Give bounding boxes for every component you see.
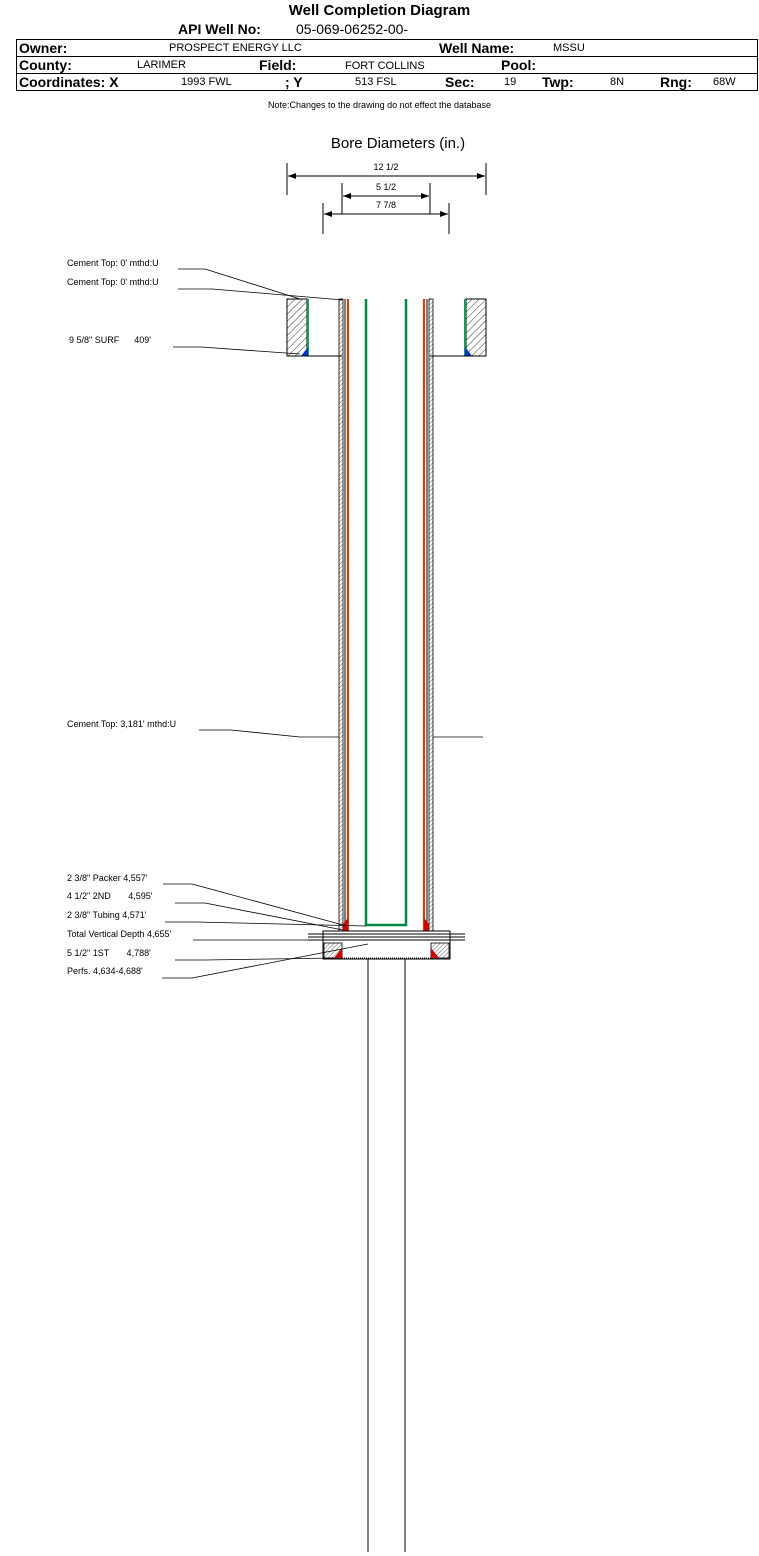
header-table: Owner: PROSPECT ENERGY LLC Well Name: MS… bbox=[16, 39, 758, 91]
twp-value: 8N bbox=[610, 76, 625, 88]
casing-annulus-right bbox=[422, 298, 434, 932]
label-surf-casing: 9 5/8" SURF 409' bbox=[69, 335, 301, 355]
label-packer: 2 3/8" Packer 4,557' bbox=[67, 873, 344, 926]
casing-annulus-left bbox=[338, 298, 350, 932]
svg-text:Cement Top: 0' mthd:U: Cement Top: 0' mthd:U bbox=[67, 277, 159, 287]
dimension-12-1-2: 12 1/2 bbox=[286, 162, 487, 195]
label-tubing: 2 3/8" Tubing 4,571' bbox=[67, 910, 367, 927]
dimension-7-7-8: 7 7/8 bbox=[322, 200, 450, 234]
sec-value: 19 bbox=[504, 76, 517, 88]
dimension-label: 7 7/8 bbox=[376, 200, 396, 210]
coord-x-label: Coordinates: X bbox=[19, 74, 119, 90]
api-value: 05-069-06252-00- bbox=[296, 21, 409, 37]
svg-text:4 1/2" 2ND 4,595': 4 1/2" 2ND 4,595' bbox=[67, 891, 153, 901]
label-first-casing: 5 1/2" 1ST 4,788' bbox=[67, 948, 335, 961]
bore-diameters-title: Bore Diameters (in.) bbox=[331, 135, 465, 152]
field-value: FORT COLLINS bbox=[345, 60, 425, 72]
well-name-label: Well Name: bbox=[439, 40, 515, 56]
coord-x-value: 1993 FWL bbox=[181, 76, 232, 88]
diagram-title: Well Completion Diagram bbox=[288, 2, 471, 19]
tubing-string bbox=[364, 299, 408, 927]
svg-text:Cement Top: 0' mthd:U: Cement Top: 0' mthd:U bbox=[67, 258, 159, 268]
coord-y-value: 513 FSL bbox=[355, 76, 397, 88]
label-second-casing: 4 1/2" 2ND 4,595' bbox=[67, 891, 344, 931]
owner-row: Owner: PROSPECT ENERGY LLC Well Name: MS… bbox=[16, 39, 758, 57]
sec-label: Sec: bbox=[445, 74, 475, 90]
rng-label: Rng: bbox=[660, 74, 692, 90]
label-perfs: Perfs. 4,634-4,688' bbox=[67, 943, 369, 979]
svg-text:5 1/2" 1ST 4,788': 5 1/2" 1ST 4,788' bbox=[67, 948, 151, 958]
county-label: County: bbox=[19, 57, 72, 73]
surface-cement-right bbox=[464, 298, 487, 357]
api-row: API Well No: 05-069-06252-00- bbox=[0, 20, 759, 39]
county-value: LARIMER bbox=[137, 59, 186, 71]
well-name-value: MSSU bbox=[553, 42, 585, 54]
label-cement-top-2: Cement Top: 0' mthd:U bbox=[67, 277, 344, 301]
label-total-depth: Total Vertical Depth 4,655' bbox=[67, 929, 308, 941]
svg-text:2 3/8" Packer 4,557': 2 3/8" Packer 4,557' bbox=[67, 873, 148, 883]
coordinates-row: Coordinates: X 1993 FWL ; Y 513 FSL Sec:… bbox=[16, 73, 758, 91]
pool-label: Pool: bbox=[501, 57, 536, 73]
label-cement-top-1: Cement Top: 0' mthd:U bbox=[67, 258, 301, 300]
api-label: API Well No: bbox=[178, 21, 261, 37]
database-note: Note:Changes to the drawing do not effec… bbox=[268, 100, 491, 110]
owner-value: PROSPECT ENERGY LLC bbox=[169, 42, 302, 54]
svg-text:Perfs. 4,634-4,688': Perfs. 4,634-4,688' bbox=[67, 966, 143, 976]
svg-text:9 5/8" SURF 409': 9 5/8" SURF 409' bbox=[69, 335, 151, 345]
rng-value: 68W bbox=[713, 76, 736, 88]
dimension-5-1-2: 5 1/2 bbox=[341, 182, 431, 214]
bottom-hole-assembly bbox=[308, 930, 465, 960]
twp-label: Twp: bbox=[542, 74, 574, 90]
dimension-label: 5 1/2 bbox=[376, 182, 396, 192]
open-hole bbox=[367, 959, 406, 1552]
owner-label: Owner: bbox=[19, 40, 68, 56]
svg-text:Total Vertical Depth 4,655': Total Vertical Depth 4,655' bbox=[67, 929, 172, 939]
coord-y-label: ; Y bbox=[285, 74, 303, 90]
svg-text:Cement Top: 3,181' mthd:U: Cement Top: 3,181' mthd:U bbox=[67, 719, 176, 729]
field-label: Field: bbox=[259, 57, 297, 73]
dimension-label: 12 1/2 bbox=[373, 162, 398, 172]
label-cement-top-3: Cement Top: 3,181' mthd:U bbox=[67, 719, 483, 738]
svg-text:2 3/8" Tubing 4,571': 2 3/8" Tubing 4,571' bbox=[67, 910, 147, 920]
surface-cement-left bbox=[286, 298, 309, 357]
